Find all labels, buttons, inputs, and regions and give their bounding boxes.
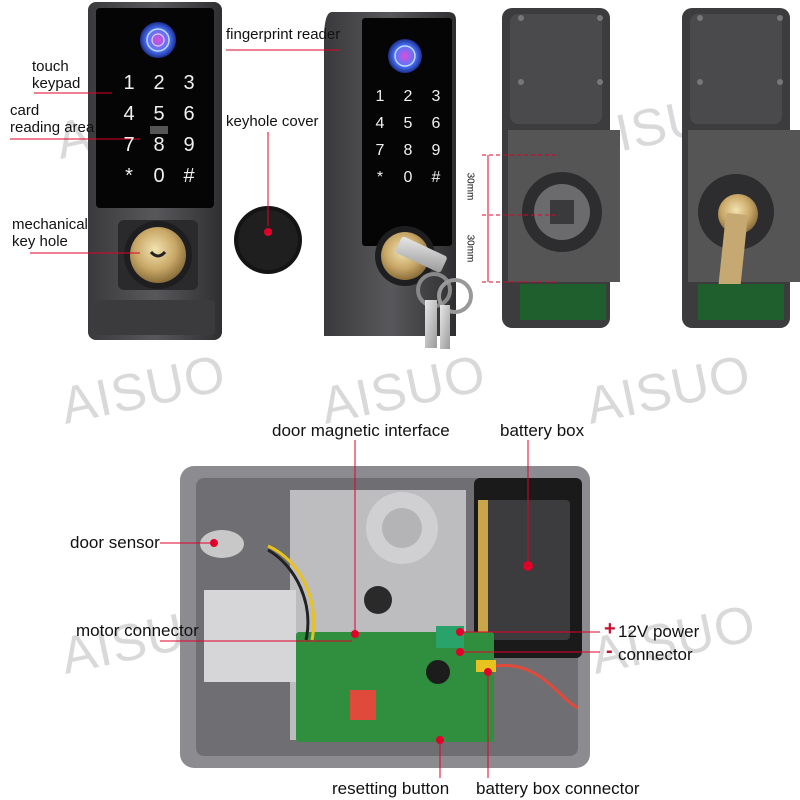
label-motor-connector: motor connector [76, 621, 199, 640]
dimension-lines [482, 154, 560, 283]
keypad-key: 7 [375, 142, 385, 159]
keypad-key: 7 [123, 134, 135, 156]
keypad-key: * [125, 165, 133, 187]
keyhole-cover [234, 206, 302, 274]
keypad-key: 8 [403, 142, 413, 159]
keypad-key: 2 [403, 88, 413, 105]
label-12v-power: 12V power [618, 622, 700, 641]
keypad-key: 0 [153, 165, 165, 187]
keypad-key: * [376, 169, 384, 186]
plus-sign: + [604, 618, 616, 640]
keypad-key: 3 [183, 72, 195, 94]
label-battery-box-connector: battery box connector [476, 779, 640, 798]
fingerprint-sensor-icon [140, 22, 176, 58]
keyhole-cover-marker-icon [264, 228, 272, 236]
label-door-sensor: door sensor [70, 533, 160, 552]
keypad-key: # [183, 165, 195, 187]
keypad-key: # [431, 169, 441, 186]
door-sensor [200, 530, 244, 558]
keypad-front: 1 2 3 4 5 6 7 8 9 * 0 # [114, 72, 204, 196]
lock-back-view-mount [502, 8, 620, 328]
lock-angled-view [324, 12, 473, 349]
latch-bolt [204, 590, 296, 682]
keypad-key: 2 [153, 72, 165, 94]
keypad-key: 5 [403, 115, 413, 132]
leader-lines-top [10, 49, 340, 254]
keypad-angled: 1 2 3 4 5 6 7 8 9 * 0 # [366, 88, 450, 188]
minus-sign: - [606, 640, 613, 662]
lock-front-view [88, 2, 222, 340]
label-touch-keypad: touch keypad [32, 58, 81, 92]
lock-back-view-tailpiece [682, 8, 800, 328]
label-dimension-top: 30mm [464, 172, 476, 201]
keypad-key: 3 [431, 88, 441, 105]
keypad-key: 6 [183, 103, 195, 125]
keypad-key: 9 [183, 134, 195, 156]
label-dimension-bottom: 30mm [464, 234, 476, 263]
label-door-magnetic-interface: door magnetic interface [272, 421, 450, 440]
label-fingerprint-reader: fingerprint reader [226, 26, 341, 43]
keypad-key: 5 [153, 103, 165, 125]
keypad-key: 1 [123, 72, 135, 94]
leader-lines-bottom [160, 440, 600, 778]
label-connector: connector [618, 645, 693, 664]
keypad-key: 0 [403, 169, 413, 186]
keypad-key: 9 [431, 142, 441, 159]
circuit-board [520, 284, 606, 320]
marker-dots [210, 539, 533, 744]
keypad-key: 4 [123, 103, 135, 125]
label-resetting-button: resetting button [332, 779, 450, 798]
control-board [296, 632, 494, 742]
label-battery-box: battery box [500, 421, 585, 440]
keypad-key: 4 [375, 115, 385, 132]
label-mechanical-key-hole: mechanical key hole [12, 216, 88, 250]
label-keyhole-cover: keyhole cover [226, 113, 319, 130]
keypad-key: 8 [153, 134, 165, 156]
keypad-key: 6 [431, 115, 441, 132]
keypad-key: 1 [375, 88, 385, 105]
label-card-reading-area: card reading area [10, 102, 95, 136]
